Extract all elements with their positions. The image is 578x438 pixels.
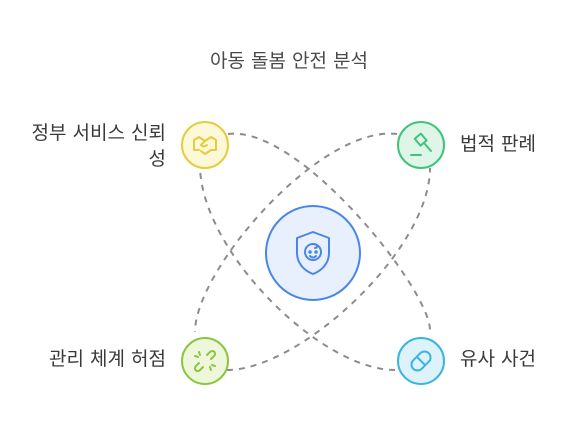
connection-lines — [194, 132, 431, 371]
gavel-icon — [410, 132, 432, 156]
label-legal-precedent: 법적 판례 — [460, 133, 536, 155]
node-management-gap[interactable] — [181, 337, 229, 385]
center-node[interactable] — [265, 205, 361, 301]
diagram-title: 아동 돌봄 안전 분석 — [210, 50, 368, 72]
node-legal-precedent[interactable] — [397, 121, 445, 169]
curve-bl-to-tr — [226, 167, 431, 371]
node-government-trust[interactable] — [181, 121, 229, 169]
handshake-icon — [193, 136, 217, 155]
label-government-trust: 정부 서비스 신뢰성 — [31, 122, 166, 170]
child-shield-icon — [296, 231, 330, 275]
label-similar-cases: 유사 사건 — [460, 348, 536, 370]
curve-br-to-tl — [199, 164, 396, 371]
node-similar-cases[interactable] — [397, 337, 445, 385]
label-management-gap: 관리 체계 허점 — [49, 348, 166, 370]
broken-link-icon — [193, 349, 217, 373]
pill-icon — [410, 350, 432, 372]
